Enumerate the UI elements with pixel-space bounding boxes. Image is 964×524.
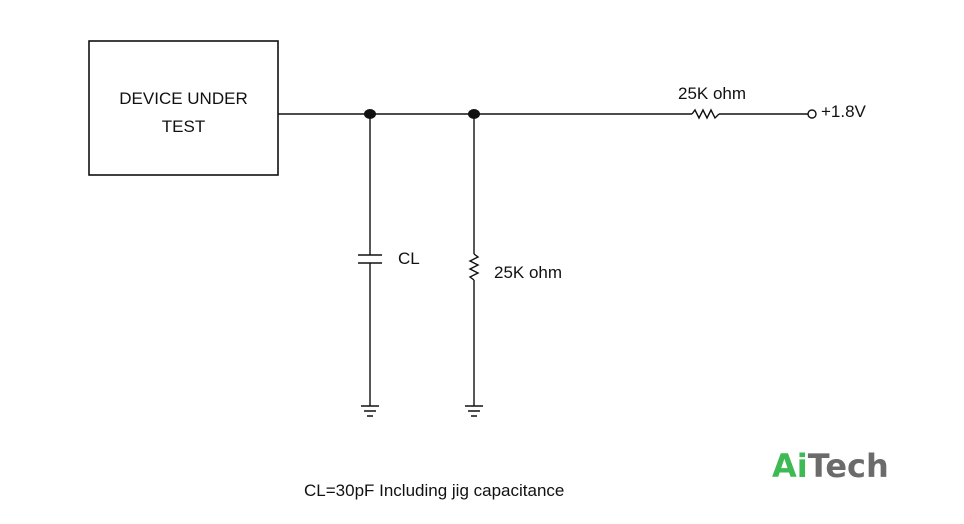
supply-voltage-label: +1.8V — [821, 102, 867, 121]
capacitor-symbol — [358, 254, 382, 264]
shunt-resistor-symbol — [468, 253, 480, 281]
series-resistor-label: 25K ohm — [678, 84, 746, 103]
aitech-logo: AiTech — [772, 447, 889, 485]
ground-icon-resistor — [465, 405, 483, 417]
logo-part-ai: Ai — [772, 447, 808, 485]
svg-text:AiTech: AiTech — [772, 447, 889, 485]
dut-label-line2: TEST — [162, 117, 205, 136]
series-resistor-symbol — [691, 108, 720, 120]
device-under-test-box — [88, 40, 279, 176]
capacitance-note: CL=30pF Including jig capacitance — [304, 481, 564, 500]
shunt-resistor-label: 25K ohm — [494, 263, 562, 282]
ground-icon-capacitor — [361, 405, 379, 417]
supply-terminal-icon — [807, 109, 817, 119]
capacitor-label: CL — [398, 249, 420, 268]
dut-label-line1: DEVICE UNDER — [119, 89, 247, 108]
logo-part-tech: Tech — [808, 447, 889, 485]
